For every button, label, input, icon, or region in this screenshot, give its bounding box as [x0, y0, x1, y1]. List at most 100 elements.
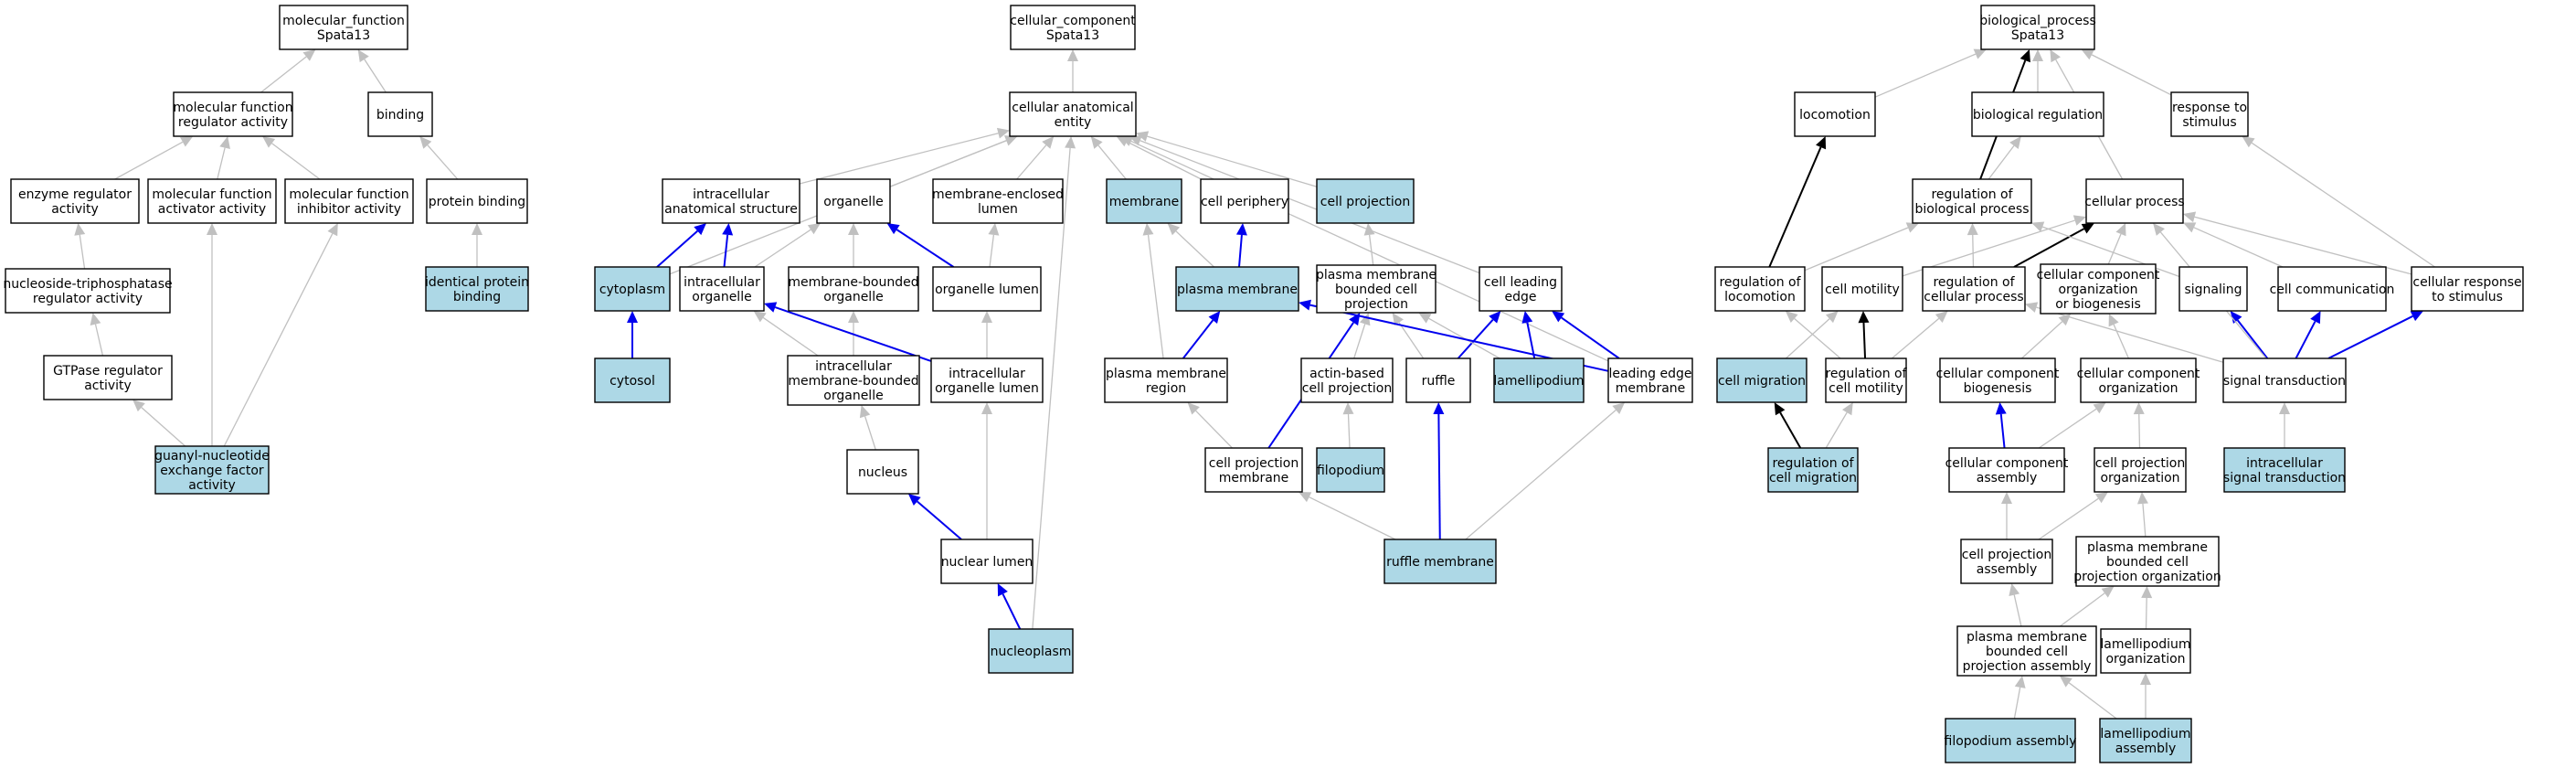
node-label-line: Spata13	[2011, 28, 2064, 43]
node-label-line: cellular anatomical	[1012, 101, 1133, 115]
node-label-line: cell migration	[1769, 471, 1857, 485]
node-cc-ruffle: ruffle	[1405, 357, 1471, 403]
edge-arrowhead	[1858, 311, 1870, 324]
edge-arrowhead	[2001, 492, 2012, 504]
node-label-line: GTPase regulator	[53, 364, 163, 379]
node-label-line: biogenesis	[1964, 381, 2032, 396]
edge-line	[917, 500, 962, 540]
node-box	[1825, 357, 1907, 403]
node-label-line: organization	[2105, 652, 2185, 667]
node-box	[2085, 178, 2184, 224]
edge-arrowhead	[2093, 402, 2106, 414]
edge-line	[1147, 234, 1164, 359]
node-box	[147, 178, 277, 224]
edge-line	[1140, 140, 1480, 274]
edge-cc_mbo-to-cc_organelle	[848, 223, 859, 267]
edge-line	[1465, 409, 1617, 540]
edge-arrowhead	[1995, 402, 2007, 415]
edge-arrowhead	[988, 223, 1000, 236]
edge-bp_regcp-to-bp_cellproc	[2013, 223, 2094, 268]
node-label-line: lamellipodium	[2100, 727, 2190, 741]
node-box	[1794, 91, 1876, 137]
edge-mf_inhibitor-to-mf_mfra	[262, 136, 321, 180]
edge-arrowhead	[2115, 223, 2126, 237]
edge-bp_sigtrans-to-bp_cellcomm	[2295, 311, 2321, 359]
node-label-line: cellular process	[2084, 195, 2184, 209]
node-box	[154, 445, 270, 495]
edge-bp_regloc-to-bp_locomotion	[1768, 136, 1827, 268]
edge-bp_ccasm-to-bp_ccorg	[2038, 402, 2106, 449]
node-bp-migration: cell migration	[1716, 357, 1807, 403]
node-label-line: assembly	[1977, 562, 2037, 577]
edge-cc_lem-to-cc_leadedge	[1552, 311, 1620, 359]
edge-arrowhead	[1825, 311, 1839, 324]
edge-cc_intorg-to-cc_ias	[722, 223, 734, 268]
node-label-line: projection	[1344, 297, 1408, 312]
node-box	[1714, 266, 1806, 312]
edge-arrowhead	[262, 136, 276, 148]
node-label-line: organization	[2100, 471, 2179, 485]
edge-arrowhead	[2101, 586, 2115, 598]
edge-line	[864, 416, 876, 451]
edge-line	[1825, 411, 1848, 449]
edge-line	[2107, 233, 2122, 265]
edge-arrowhead	[2183, 211, 2197, 223]
node-label-line: lamellipodium	[1493, 374, 1584, 389]
node-bp-cellcomm: cell communication	[2270, 266, 2394, 312]
node-label-line: intracellular	[815, 359, 892, 374]
edge-line	[2113, 324, 2130, 359]
edge-arrowhead	[753, 311, 767, 323]
node-label-line: membrane	[1616, 381, 1686, 396]
edge-line	[1874, 53, 1977, 98]
edge-mf_gef-to-mf_inhibitor	[223, 223, 338, 447]
node-label-line: molecular function	[152, 187, 271, 202]
edge-arrowhead	[2136, 492, 2148, 505]
edge-line	[1768, 146, 1822, 268]
edge-arrowhead	[981, 311, 992, 323]
edge-cc_cellproj-to-cc_cae	[1136, 131, 1318, 187]
node-label-line: organelle	[823, 290, 883, 304]
edge-arrowhead	[2242, 136, 2255, 148]
node-label-line: membrane-bounded	[788, 275, 918, 290]
node-label-line: cellular component	[1936, 367, 2060, 381]
edge-arrowhead	[1042, 136, 1055, 149]
node-label-line: cell leading	[1484, 275, 1557, 290]
edge-line	[1862, 322, 1867, 359]
edge-line	[1309, 496, 1396, 540]
edge-layer	[74, 48, 2435, 720]
edge-arrowhead	[133, 400, 145, 412]
edge-line	[141, 407, 186, 447]
edge-arrowhead	[2279, 402, 2290, 414]
node-box	[1200, 178, 1289, 224]
node-label-line: cytosol	[610, 374, 655, 389]
node-label-line: cell periphery	[1201, 195, 1288, 209]
edge-arrowhead	[907, 494, 921, 507]
edge-arrowhead	[1299, 299, 1311, 311]
edge-line	[1126, 141, 1202, 180]
node-label-line: molecular function	[173, 101, 292, 115]
edge-line	[2194, 216, 2412, 275]
edge-line	[364, 59, 387, 93]
node-box	[1405, 357, 1471, 403]
edge-mf_protbind-to-mf_binding	[419, 136, 459, 180]
edge-cc_rufflemem-to-cc_lem	[1465, 402, 1626, 540]
node-box	[1204, 447, 1303, 493]
edge-arrowhead	[2081, 223, 2094, 234]
edge-cc_pmregion-to-cc_membrane	[1142, 223, 1164, 359]
edge-line	[94, 324, 104, 357]
node-box	[1948, 447, 2065, 493]
edge-cc_pm-to-cc_membrane	[1167, 223, 1214, 268]
node-label-line: cell projection	[1302, 381, 1392, 396]
edge-line	[1972, 234, 1975, 268]
edge-line	[989, 234, 995, 268]
node-bp-bioreg: biological regulation	[1971, 91, 2104, 137]
edge-cc_orglumen-to-cc_organelle	[886, 223, 955, 268]
